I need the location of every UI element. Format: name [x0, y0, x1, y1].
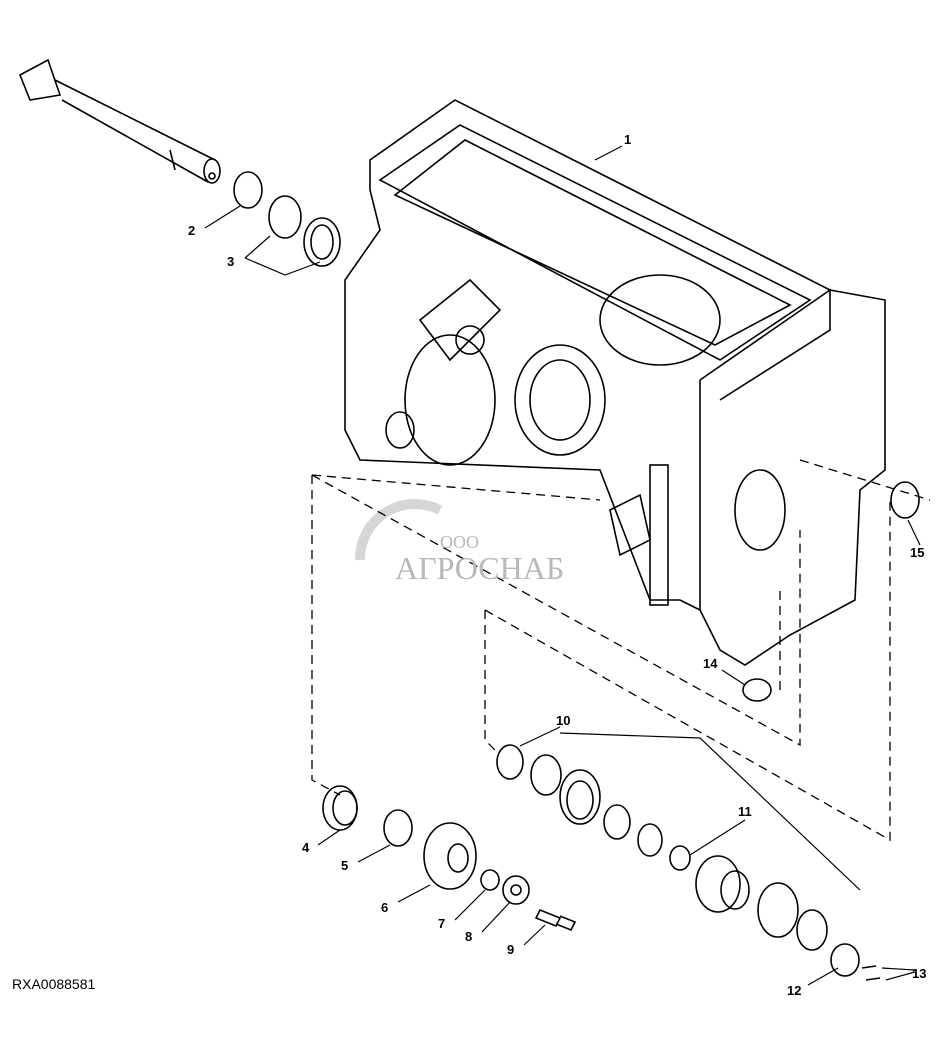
part-8-washer — [502, 875, 530, 905]
callout-3: 3 — [227, 254, 235, 269]
callout-6: 6 — [381, 900, 389, 915]
dashed-guides — [311, 459, 931, 842]
callout-15: 15 — [910, 545, 925, 560]
watermark-prefix: ООО — [440, 532, 479, 552]
part-7-washer — [480, 869, 500, 891]
part-3-cone — [268, 195, 302, 239]
part-11-gear — [695, 855, 741, 913]
part-9-bolt — [534, 908, 577, 932]
callout-1: 1 — [624, 132, 632, 147]
part-10-ring — [496, 744, 524, 780]
part-15-ring — [890, 481, 920, 519]
callout-13: 13 — [912, 966, 927, 981]
pinion-shaft — [18, 58, 221, 184]
part-14-plug — [742, 678, 772, 702]
part-5-cone — [383, 809, 413, 847]
callout-14: 14 — [703, 656, 718, 671]
watermark-name: АГРОСНАБ — [395, 550, 565, 586]
callout-12: 12 — [787, 983, 802, 998]
part-6-gear — [423, 822, 477, 890]
callout-10: 10 — [556, 713, 571, 728]
callout-2: 2 — [188, 223, 196, 238]
callout-7: 7 — [438, 916, 446, 931]
part-13-screws — [861, 965, 881, 981]
part-2-ring — [233, 171, 263, 209]
callout-11: 11 — [738, 804, 752, 819]
part-12-plate — [830, 943, 860, 977]
callout-5: 5 — [341, 858, 349, 873]
part-3-cup — [303, 217, 341, 267]
callout-8: 8 — [465, 929, 473, 944]
watermark-logo — [354, 499, 443, 561]
figure-code: RXA0088581 — [12, 976, 96, 992]
callout-9: 9 — [507, 942, 515, 957]
part-1-housing — [344, 99, 886, 666]
callout-4: 4 — [302, 840, 310, 855]
callout-leaders — [204, 145, 921, 986]
